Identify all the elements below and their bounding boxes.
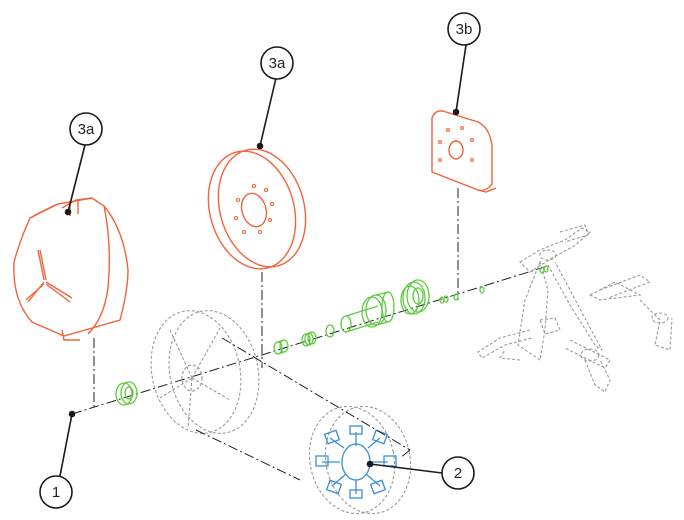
callout-2-label: 2	[454, 465, 462, 482]
callout-1-label: 1	[52, 484, 60, 501]
callout-leaders	[59, 44, 467, 477]
spindle-sleeve	[340, 291, 395, 333]
mounting-plate-3b	[431, 110, 497, 193]
callout-3b-label: 3b	[456, 21, 473, 38]
washer-ring	[325, 324, 335, 338]
small-rings	[439, 265, 549, 304]
bearing-components	[115, 265, 549, 406]
gear-bearing	[400, 279, 430, 315]
blue-hub-part	[315, 425, 397, 499]
cover-disc-3a-middle	[207, 148, 307, 270]
callout-1: 1	[39, 475, 73, 509]
ghost-wheel	[150, 310, 260, 434]
main-assembly-axis	[71, 265, 549, 415]
callout-3a-middle-label: 3a	[269, 55, 286, 72]
assembly-lines	[93, 188, 459, 481]
bushing-small	[273, 339, 289, 355]
bearing-ring-left	[115, 381, 138, 406]
callout-3a-left-label: 3a	[78, 121, 95, 138]
wheel-hub-assembly	[308, 405, 412, 515]
callout-3b: 3b	[447, 12, 481, 46]
callout-2: 2	[441, 456, 475, 490]
spring-washer	[301, 331, 317, 347]
cover-3a-left	[13, 197, 129, 341]
callout-3a-middle: 3a	[260, 46, 294, 80]
callout-3a-left: 3a	[69, 112, 103, 146]
ghost-frame	[477, 224, 673, 393]
